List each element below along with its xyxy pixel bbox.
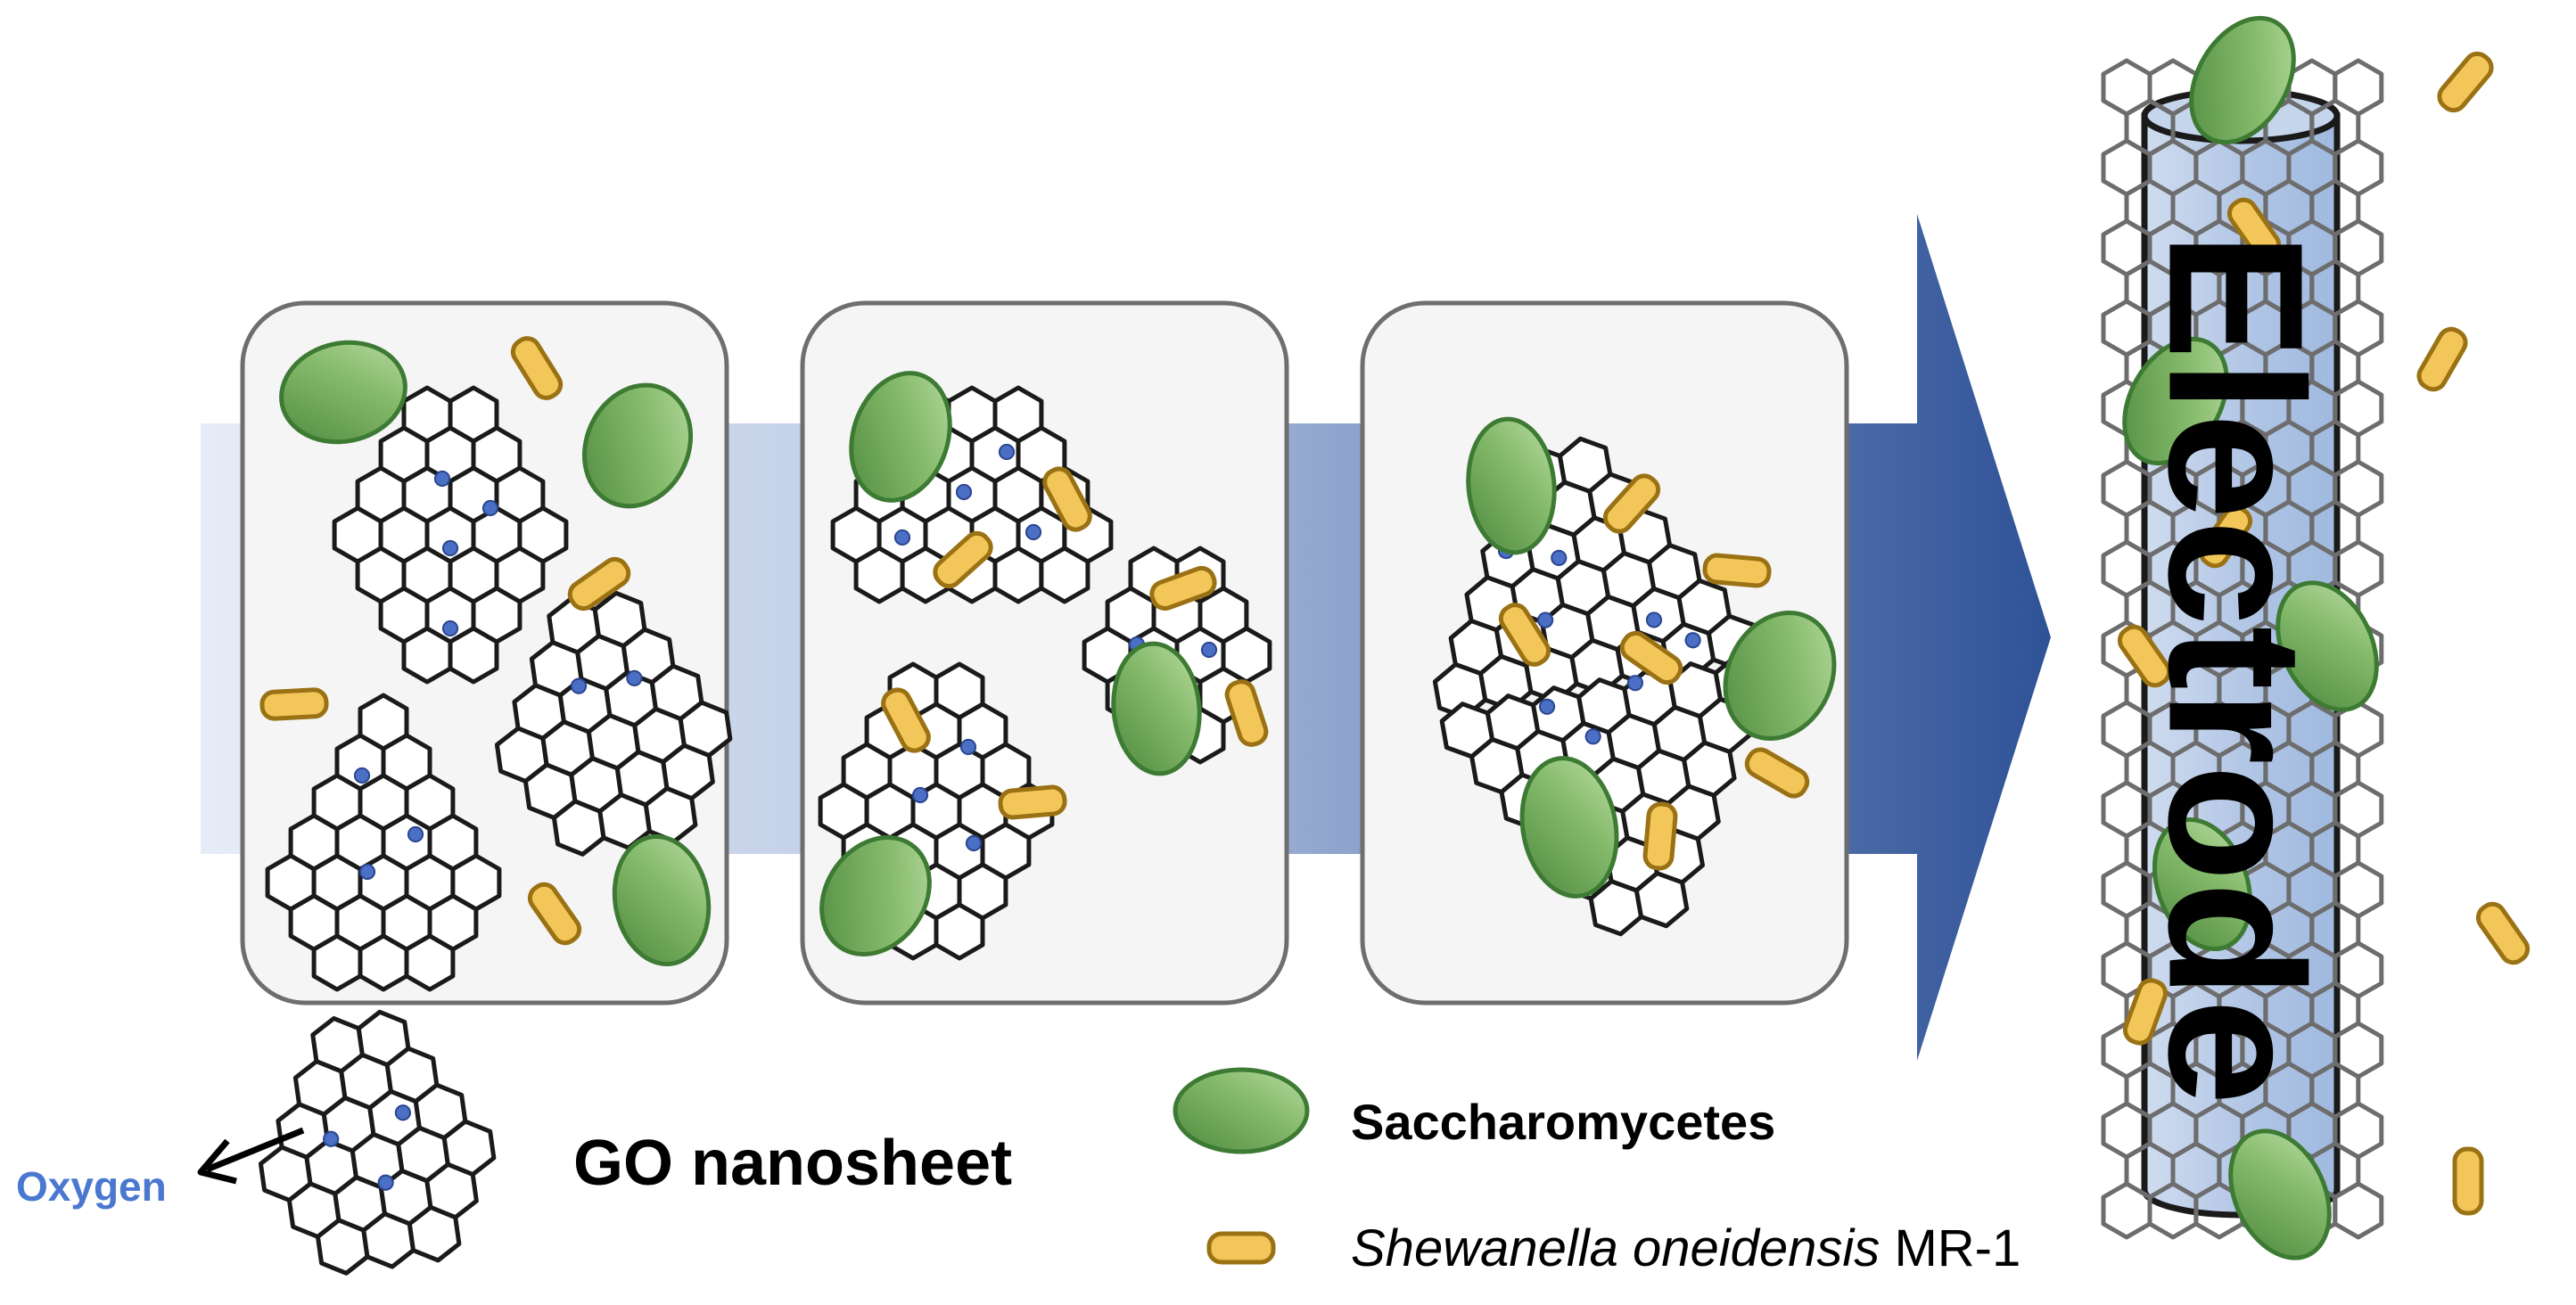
electrode-hexagon <box>2101 1181 2152 1240</box>
shewanella-rod <box>998 784 1067 820</box>
saccharomycetes-cell <box>2122 336 2229 466</box>
oxygen-label: Oxygen <box>16 1163 167 1210</box>
saccharomycetes-cell <box>1519 756 1619 899</box>
shewanella-rod <box>1642 801 1678 871</box>
shewanella-rod <box>2122 978 2169 1046</box>
legend: Oxygen GO nanosheet Saccharomycetes Shew… <box>16 1009 2020 1277</box>
oxygen-atom <box>570 677 588 694</box>
oxygen-atom <box>965 834 983 852</box>
oxygen-atom <box>407 825 424 843</box>
microorganisms <box>259 336 1837 966</box>
go-nanosheet <box>265 693 502 992</box>
shewanella-rod <box>259 687 329 721</box>
hexagon-cell <box>853 546 905 604</box>
shewanella-rod <box>2226 197 2282 261</box>
shewanella-rod <box>1149 565 1217 611</box>
saccharomycetes-cell <box>2228 1129 2332 1260</box>
hexagon-cell <box>404 933 456 992</box>
electrode-label: Electrode <box>2129 232 2344 1105</box>
shewanella-rod <box>881 687 931 753</box>
saccharomycetes-cell <box>1466 416 1557 555</box>
hexagon-cell <box>1039 546 1090 604</box>
hexagon-cell <box>358 933 409 992</box>
oxygen-atom <box>959 738 977 756</box>
oxygen-atom <box>481 499 499 517</box>
go-nanosheet <box>332 385 569 685</box>
shewanella-rod <box>510 336 564 400</box>
saccharomycetes-cell <box>2189 15 2296 145</box>
oxygen-atom <box>955 483 973 501</box>
shewanella-rod <box>2117 624 2172 688</box>
hexagon-cell <box>1634 871 1690 929</box>
hexagon-cell <box>992 546 1044 604</box>
go-nanosheet <box>494 590 733 857</box>
shewanella-rod <box>2416 326 2468 392</box>
oxygen-atom <box>998 443 1016 461</box>
go-nanosheet-label: GO nanosheet <box>573 1128 1012 1199</box>
oxygen-atom <box>626 669 643 686</box>
oxygen-atom <box>323 1130 340 1147</box>
shewanella-label: Shewanella oneidensis MR-1 <box>1351 1219 2020 1277</box>
hexagon-cell <box>401 626 453 685</box>
shewanella-rod <box>1744 747 1810 799</box>
oxygen-atom <box>911 786 929 804</box>
electrode-microorganisms <box>2117 15 2531 1260</box>
shewanella-rod <box>2475 901 2531 965</box>
shewanella-rod <box>2198 505 2253 569</box>
shewanella-rod <box>2452 1146 2484 1216</box>
oxygen-atom <box>1551 549 1568 567</box>
hexagon-cell <box>934 902 985 961</box>
saccharomycetes-cell <box>1111 641 1202 776</box>
shewanella-rod <box>1702 553 1772 588</box>
oxygen-atom <box>358 863 376 881</box>
shewanella-rod <box>1619 630 1683 685</box>
oxygen-atom <box>1626 675 1644 692</box>
shewanella-rod <box>1602 473 1661 534</box>
oxygen-atom <box>1025 523 1042 541</box>
saccharomycetes-cell <box>612 834 712 966</box>
electrode: Electrode <box>2101 15 2531 1260</box>
oxygen-atom <box>1645 611 1663 628</box>
oxygen-atom <box>441 539 459 557</box>
oxygen-atom <box>1538 698 1556 715</box>
shewanella-rod-icon <box>1206 1231 1276 1265</box>
oxygen-atom <box>441 620 459 637</box>
go-nanosheet-icon <box>258 1009 497 1276</box>
saccharomycetes-cell <box>2276 580 2379 712</box>
saccharomycetes-cell <box>819 835 932 956</box>
shewanella-rod <box>2437 51 2494 113</box>
hexagon-cell <box>311 933 363 992</box>
oxygen-atom <box>377 1174 394 1191</box>
shewanella-rod <box>1042 466 1092 532</box>
saccharomycetes-cell <box>581 382 694 509</box>
saccharomycetes-cell <box>849 371 952 503</box>
oxygen-atom <box>1584 728 1601 745</box>
shewanella-rod <box>567 556 631 611</box>
oxygen-pointer-arrow <box>197 1127 305 1185</box>
oxygen-atom <box>1537 611 1554 628</box>
go-nanosheet <box>258 1009 497 1276</box>
saccharomycetes-cell <box>1723 610 1837 742</box>
oxygen-atom <box>1200 641 1218 659</box>
saccharomycetes-cell <box>279 340 407 445</box>
oxygen-atom <box>433 470 451 488</box>
shewanella-species: Shewanella oneidensis <box>1351 1219 1880 1277</box>
saccharomycetes-cell <box>2152 817 2253 952</box>
shewanella-rod <box>933 530 993 589</box>
shewanella-rod <box>1498 603 1551 667</box>
shewanella-strain: MR-1 <box>1894 1219 2020 1277</box>
oxygen-atom <box>1684 632 1701 649</box>
oxygen-atom <box>394 1104 411 1121</box>
oxygen-atom <box>353 767 371 784</box>
saccharomycetes-label: Saccharomycetes <box>1351 1094 1775 1150</box>
oxygen-atom <box>893 529 911 546</box>
shewanella-rod <box>527 882 582 946</box>
shewanella-spacer <box>1880 1219 1894 1277</box>
saccharomycetes-cell-icon <box>1173 1067 1310 1154</box>
shewanella-rod <box>1224 679 1269 747</box>
hexagon-cell <box>448 626 499 685</box>
electrode-hexagon <box>2333 1181 2384 1240</box>
hexagon-cell <box>407 1204 462 1263</box>
